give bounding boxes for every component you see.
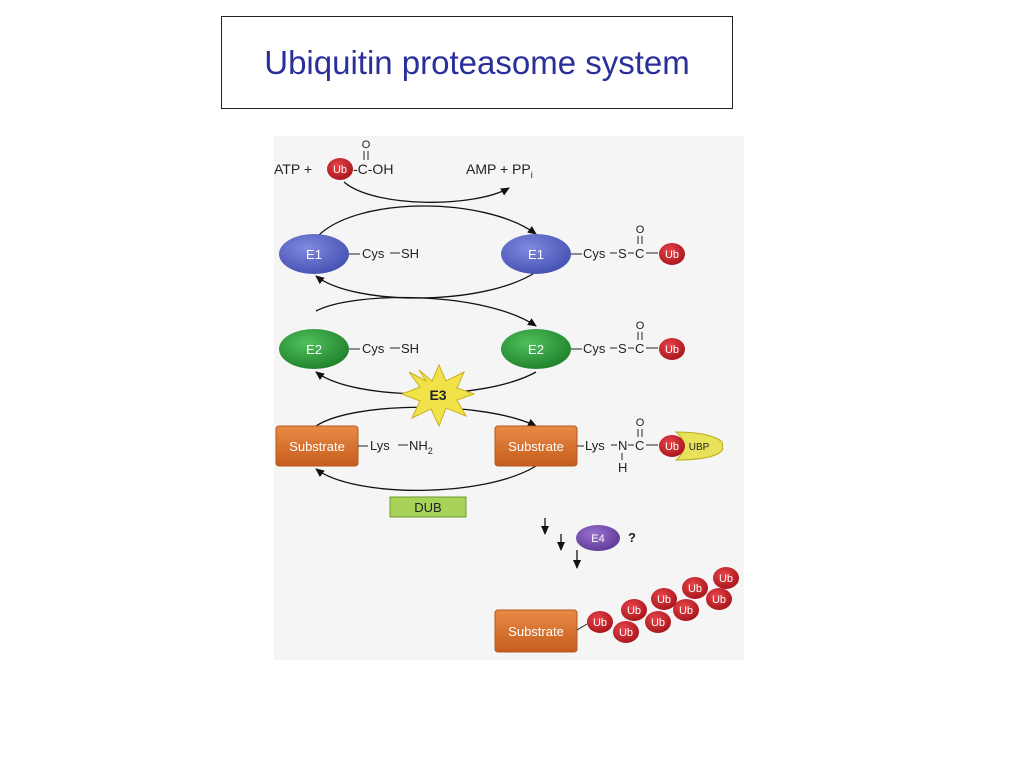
c-label-substrate: C [635, 438, 644, 453]
sh-label-e1: SH [401, 246, 419, 261]
title-box: Ubiquitin proteasome system [221, 16, 733, 109]
c-label-e1: C [635, 246, 644, 261]
ub-ball-e1: Ub [659, 243, 685, 265]
e2-left: E2 [279, 329, 349, 369]
svg-text:DUB: DUB [414, 500, 441, 515]
substrate-right: Substrate [494, 425, 578, 467]
dub-return-arrow [315, 465, 537, 492]
ub-ball-e2: Ub [659, 338, 685, 360]
svg-text:Ub: Ub [651, 617, 665, 629]
e1-right: E1 [501, 234, 571, 274]
cys-label-e1-right: Cys [583, 246, 606, 261]
svg-text:E2: E2 [528, 342, 544, 357]
e4-question: ? [628, 530, 636, 545]
c-label-e2: C [635, 341, 644, 356]
lys-label: Lys [370, 438, 390, 453]
atp-to-amp-arrow [343, 181, 510, 203]
ubiquitin-pathway-diagram: ATP + Ub O -C-OH AMP + PPi E1 Cys SH E1 … [274, 136, 744, 660]
nh2-label: NH2 [409, 438, 433, 456]
e4-ellipse: E4 [576, 525, 620, 551]
substrate-left: Substrate [275, 425, 359, 467]
svg-text:Ub: Ub [688, 583, 702, 595]
sh-label-e2: SH [401, 341, 419, 356]
oxygen-label: O [362, 139, 371, 151]
svg-text:Ub: Ub [712, 594, 726, 606]
ub-ball-substrate: Ub [659, 435, 685, 457]
svg-text:Substrate: Substrate [508, 439, 564, 454]
diagram-panel [274, 136, 744, 660]
amp-label: AMP + PPi [466, 161, 533, 180]
e2-forward-arrow [315, 296, 537, 327]
svg-text:UBP: UBP [689, 442, 710, 453]
svg-text:E1: E1 [528, 247, 544, 262]
page-title: Ubiquitin proteasome system [264, 43, 690, 81]
oxygen-e2: O [636, 320, 645, 332]
svg-text:Ub: Ub [719, 573, 733, 585]
ub-chain-5: Ub [651, 588, 677, 610]
svg-text:Ub: Ub [333, 164, 347, 176]
svg-text:Ub: Ub [665, 249, 679, 261]
n-label: N [618, 438, 627, 453]
ub-chain-3: Ub [621, 599, 647, 621]
svg-text:E3: E3 [429, 387, 446, 403]
svg-text:Ub: Ub [679, 605, 693, 617]
e1-left: E1 [279, 234, 349, 274]
cys-label-e1: Cys [362, 246, 385, 261]
cys-label-e2-right: Cys [583, 341, 606, 356]
e3-star: E3 [400, 363, 476, 428]
svg-text:E2: E2 [306, 342, 322, 357]
c-oh-label: -C-OH [353, 161, 393, 177]
svg-text:Ub: Ub [593, 617, 607, 629]
dub-box: DUB [389, 496, 467, 518]
h-label: H [618, 460, 627, 475]
oxygen-substrate: O [636, 417, 645, 429]
svg-text:Substrate: Substrate [508, 624, 564, 639]
ub-chain-2: Ub [613, 621, 639, 643]
substrate-polyub: Substrate [494, 609, 578, 653]
atp-label: ATP + [274, 161, 312, 177]
s-label-e2: S [618, 341, 627, 356]
oxygen-e1: O [636, 224, 645, 236]
svg-text:Ub: Ub [665, 344, 679, 356]
svg-text:Ub: Ub [657, 594, 671, 606]
s-label-e1: S [618, 246, 627, 261]
svg-text:E1: E1 [306, 247, 322, 262]
svg-text:E4: E4 [591, 533, 604, 545]
cys-label-e2: Cys [362, 341, 385, 356]
svg-text:Substrate: Substrate [289, 439, 345, 454]
polyub-chain: Ub Ub Ub Ub Ub Ub Ub Ub Ub [587, 567, 739, 643]
ub-chain-1: Ub [587, 611, 613, 633]
svg-text:Ub: Ub [619, 627, 633, 639]
ub-chain-4: Ub [645, 611, 671, 633]
lys-label-right: Lys [585, 438, 605, 453]
ub-chain-7: Ub [682, 577, 708, 599]
ub-chain-9: Ub [713, 567, 739, 589]
ub-ball: Ub [327, 158, 353, 180]
svg-text:Ub: Ub [665, 441, 679, 453]
ub-chain-6: Ub [673, 599, 699, 621]
ub-chain-8: Ub [706, 588, 732, 610]
e1-forward-arrow [315, 205, 537, 239]
svg-text:Ub: Ub [627, 605, 641, 617]
e2-right: E2 [501, 329, 571, 369]
